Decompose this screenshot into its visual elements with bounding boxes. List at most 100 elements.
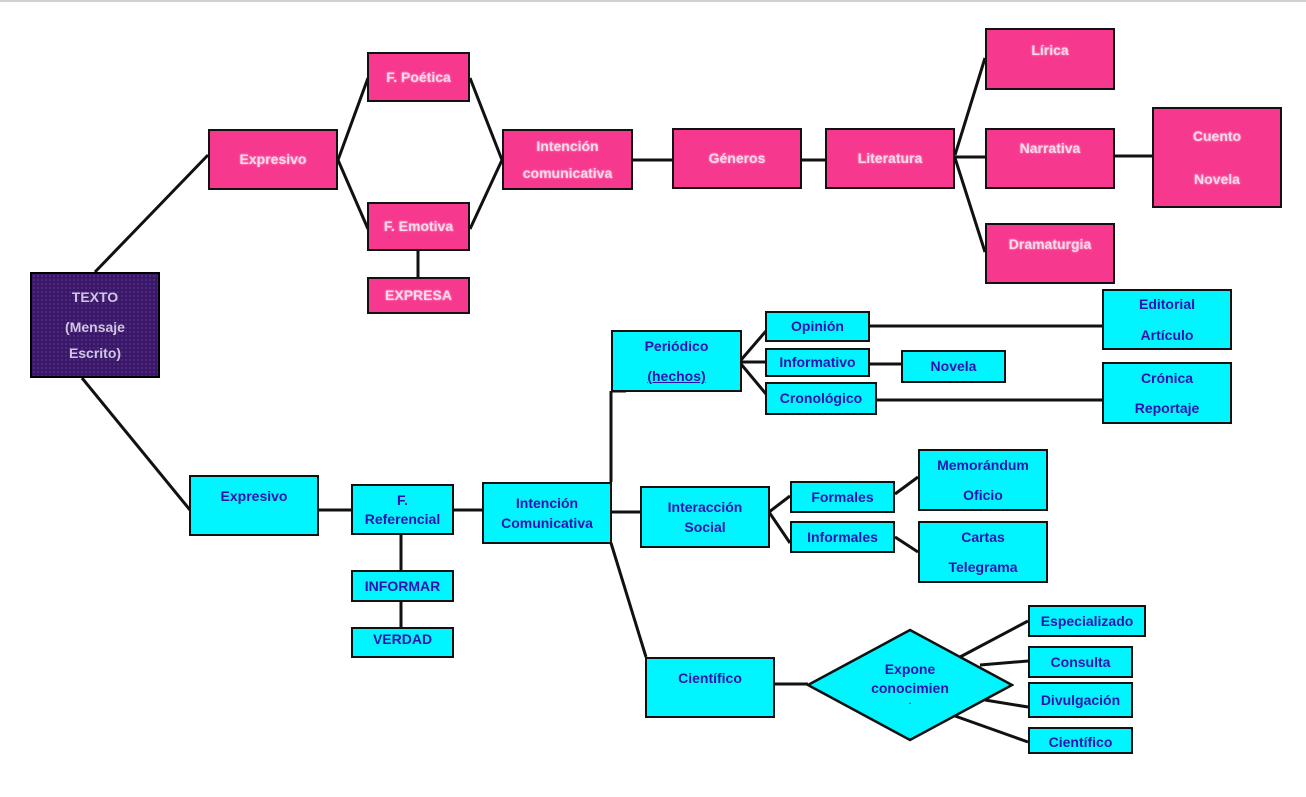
node-memorandum-label: Memorándum	[937, 456, 1029, 473]
node-cientifico-label: Científico	[678, 670, 742, 687]
node-texto-line1: TEXTO	[71, 288, 119, 305]
link-expresivo-poetica	[336, 77, 370, 161]
node-f-emotiva: F. Emotiva	[367, 202, 470, 251]
node-pink-intencion: Intención comunicativa	[502, 129, 633, 190]
node-f-poetica-label: F. Poética	[386, 68, 451, 85]
node-memorandum-oficio: Memorándum Oficio	[918, 449, 1048, 511]
node-pink-intencion-line1: Intención	[536, 138, 599, 155]
node-narrativa-label: Narrativa	[1019, 140, 1081, 157]
top-border	[0, 0, 1306, 2]
node-f-referencial-line1: F.	[397, 491, 408, 508]
node-dramaturgia-label: Dramaturgia	[1008, 236, 1092, 253]
node-expone-text: Expone conocimien .	[826, 660, 994, 706]
node-expone-line3: .	[908, 696, 912, 706]
node-divulgacion-label: Divulgación	[1040, 691, 1121, 708]
node-novela-pink-label: Novela	[1194, 170, 1240, 187]
link-expone-cientifico	[954, 714, 1029, 744]
node-narrativa: Narrativa	[985, 128, 1115, 189]
node-pink-expresivo-label: Expresivo	[239, 151, 307, 168]
node-informativo-label: Informativo	[779, 354, 856, 371]
link-root-cyan	[80, 377, 192, 511]
node-informales: Informales	[790, 521, 895, 553]
node-oficio-label: Oficio	[963, 487, 1003, 503]
link-literatura-dramaturgia	[953, 157, 987, 253]
node-novela: Novela	[901, 350, 1006, 383]
node-reportaje-label: Reportaje	[1134, 400, 1200, 416]
link-interaccion-formales	[768, 494, 791, 514]
node-texto: TEXTO (Mensaje Escrito)	[30, 272, 160, 378]
node-expresa: EXPRESA	[367, 277, 470, 314]
node-informar-label: INFORMAR	[364, 577, 441, 594]
link-poetica-intencion	[468, 77, 504, 161]
node-expone-line1: Expone	[884, 661, 936, 677]
node-literatura-label: Literatura	[857, 150, 923, 167]
link-expone-especializado	[959, 619, 1029, 659]
link-formales-memorandum	[894, 475, 919, 496]
node-pink-expresivo: Expresivo	[208, 129, 338, 190]
node-informativo: Informativo	[765, 348, 870, 377]
node-articulo-label: Artículo	[1140, 326, 1194, 343]
node-formales-label: Formales	[811, 488, 874, 505]
link-intencion-cientifico	[609, 542, 648, 658]
node-formales: Formales	[790, 481, 895, 513]
node-especializado: Especializado	[1028, 605, 1146, 637]
node-especializado-label: Especializado	[1040, 612, 1134, 629]
node-verdad-label: VERDAD	[372, 631, 433, 648]
node-texto-line2: (Mensaje	[65, 318, 125, 335]
link-root-pink	[93, 153, 210, 274]
node-f-referencial: F. Referencial	[351, 484, 454, 535]
node-opinion-label: Opinión	[791, 318, 844, 335]
link-expone-divulgacion	[984, 698, 1029, 709]
node-expone-line2: conocimien	[871, 679, 949, 696]
node-cyan-intencion-line1: Intención	[515, 495, 579, 512]
node-interaccion-social: Interacción Social	[640, 486, 770, 548]
node-pink-intencion-line2: comunicativa	[522, 164, 613, 181]
node-texto-line3: Escrito)	[68, 345, 122, 362]
link-expone-consulta	[979, 659, 1029, 667]
node-informales-label: Informales	[807, 528, 878, 545]
link-informales-cartas	[894, 535, 919, 554]
node-consulta: Consulta	[1028, 646, 1133, 678]
node-lirica: Lírica	[985, 28, 1115, 90]
node-divulgacion: Divulgación	[1028, 682, 1133, 718]
node-cronica-reportaje: Crónica Reportaje	[1102, 362, 1232, 424]
node-consulta-label: Consulta	[1050, 653, 1111, 670]
link-periodico-cronologico	[739, 363, 768, 395]
node-literatura: Literatura	[825, 128, 955, 189]
node-editorial-articulo: Editorial Artículo	[1102, 289, 1232, 350]
node-generos: Géneros	[672, 128, 802, 189]
node-cuento-novela: Cuento Novela	[1152, 107, 1282, 208]
node-cuento-label: Cuento	[1192, 128, 1242, 145]
node-interaccion-line1: Interacción	[667, 499, 743, 516]
link-expresivo-emotiva	[336, 159, 370, 230]
node-cronologico-label: Cronológico	[779, 390, 863, 407]
link-periodico-opinion	[739, 330, 768, 361]
node-cartas-telegrama: Cartas Telegrama	[918, 521, 1048, 583]
node-cyan-intencion-line2: Comunicativa	[501, 514, 593, 531]
node-periodico: Periódico (hechos)	[611, 330, 742, 392]
node-f-emotiva-label: F. Emotiva	[383, 218, 454, 235]
node-cartas-label: Cartas	[961, 528, 1005, 545]
node-cyan-expresivo-label: Expresivo	[220, 488, 288, 505]
node-expone-diamond	[806, 628, 1014, 742]
node-cronica-label: Crónica	[1140, 369, 1194, 386]
node-lirica-label: Lírica	[1031, 41, 1069, 58]
node-periodico-line2: (hechos)	[647, 368, 706, 384]
node-opinion: Opinión	[765, 311, 870, 342]
node-cientifico-small-label: Científico	[1048, 734, 1113, 751]
node-editorial-label: Editorial	[1138, 296, 1195, 313]
node-cientifico: Científico	[645, 657, 775, 718]
node-cronologico: Cronológico	[765, 382, 877, 415]
link-emotiva-intencion	[468, 159, 504, 230]
link-interaccion-informales	[767, 511, 792, 544]
node-interaccion-line2: Social	[684, 518, 726, 535]
node-periodico-line1: Periódico	[644, 337, 709, 354]
node-informar: INFORMAR	[351, 570, 454, 602]
node-f-poetica: F. Poética	[367, 52, 470, 102]
node-novela-label: Novela	[930, 358, 977, 375]
node-dramaturgia: Dramaturgia	[985, 223, 1115, 284]
node-cyan-intencion: Intención Comunicativa	[482, 482, 612, 544]
node-telegrama-label: Telegrama	[948, 559, 1018, 575]
node-cientifico-small: Científico	[1028, 727, 1133, 754]
